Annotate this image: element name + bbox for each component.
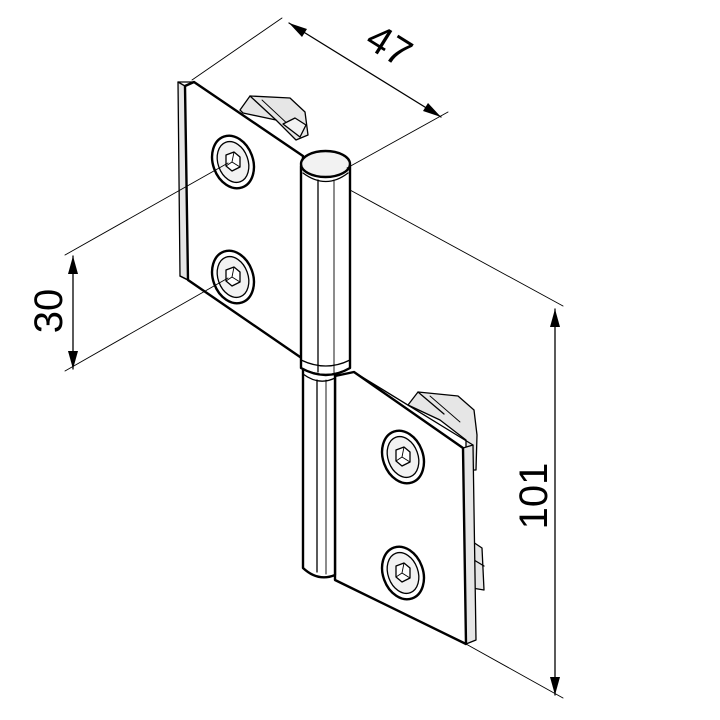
lower-screw-1 [380,429,426,485]
lower-leaf [333,370,485,646]
dimension-label-width: 47 [358,16,419,77]
dimension-label-height: 101 [512,463,556,530]
arrowhead-icon [550,309,560,327]
arrowhead-icon [289,23,307,37]
lower-screw-2 [380,545,426,601]
arrowhead-icon [68,256,78,274]
arrowhead-icon [550,677,560,695]
arrowhead-icon [423,103,441,117]
dimension-label-hole-spacing: 30 [27,289,71,334]
upper-leaf-back-nut [239,95,309,141]
dimension-101: 101 [349,189,564,699]
hinge-pin [299,149,352,579]
arrowhead-icon [68,351,78,369]
upper-screw-2 [210,249,256,305]
lower-leaf-back-nut-top [407,391,478,471]
lower-knuckle [301,368,337,579]
dimension-30: 30 [27,162,229,372]
upper-screw-1 [210,134,256,190]
pin-top-cap [299,149,352,179]
upper-knuckle [299,164,352,377]
upper-leaf [177,80,309,361]
